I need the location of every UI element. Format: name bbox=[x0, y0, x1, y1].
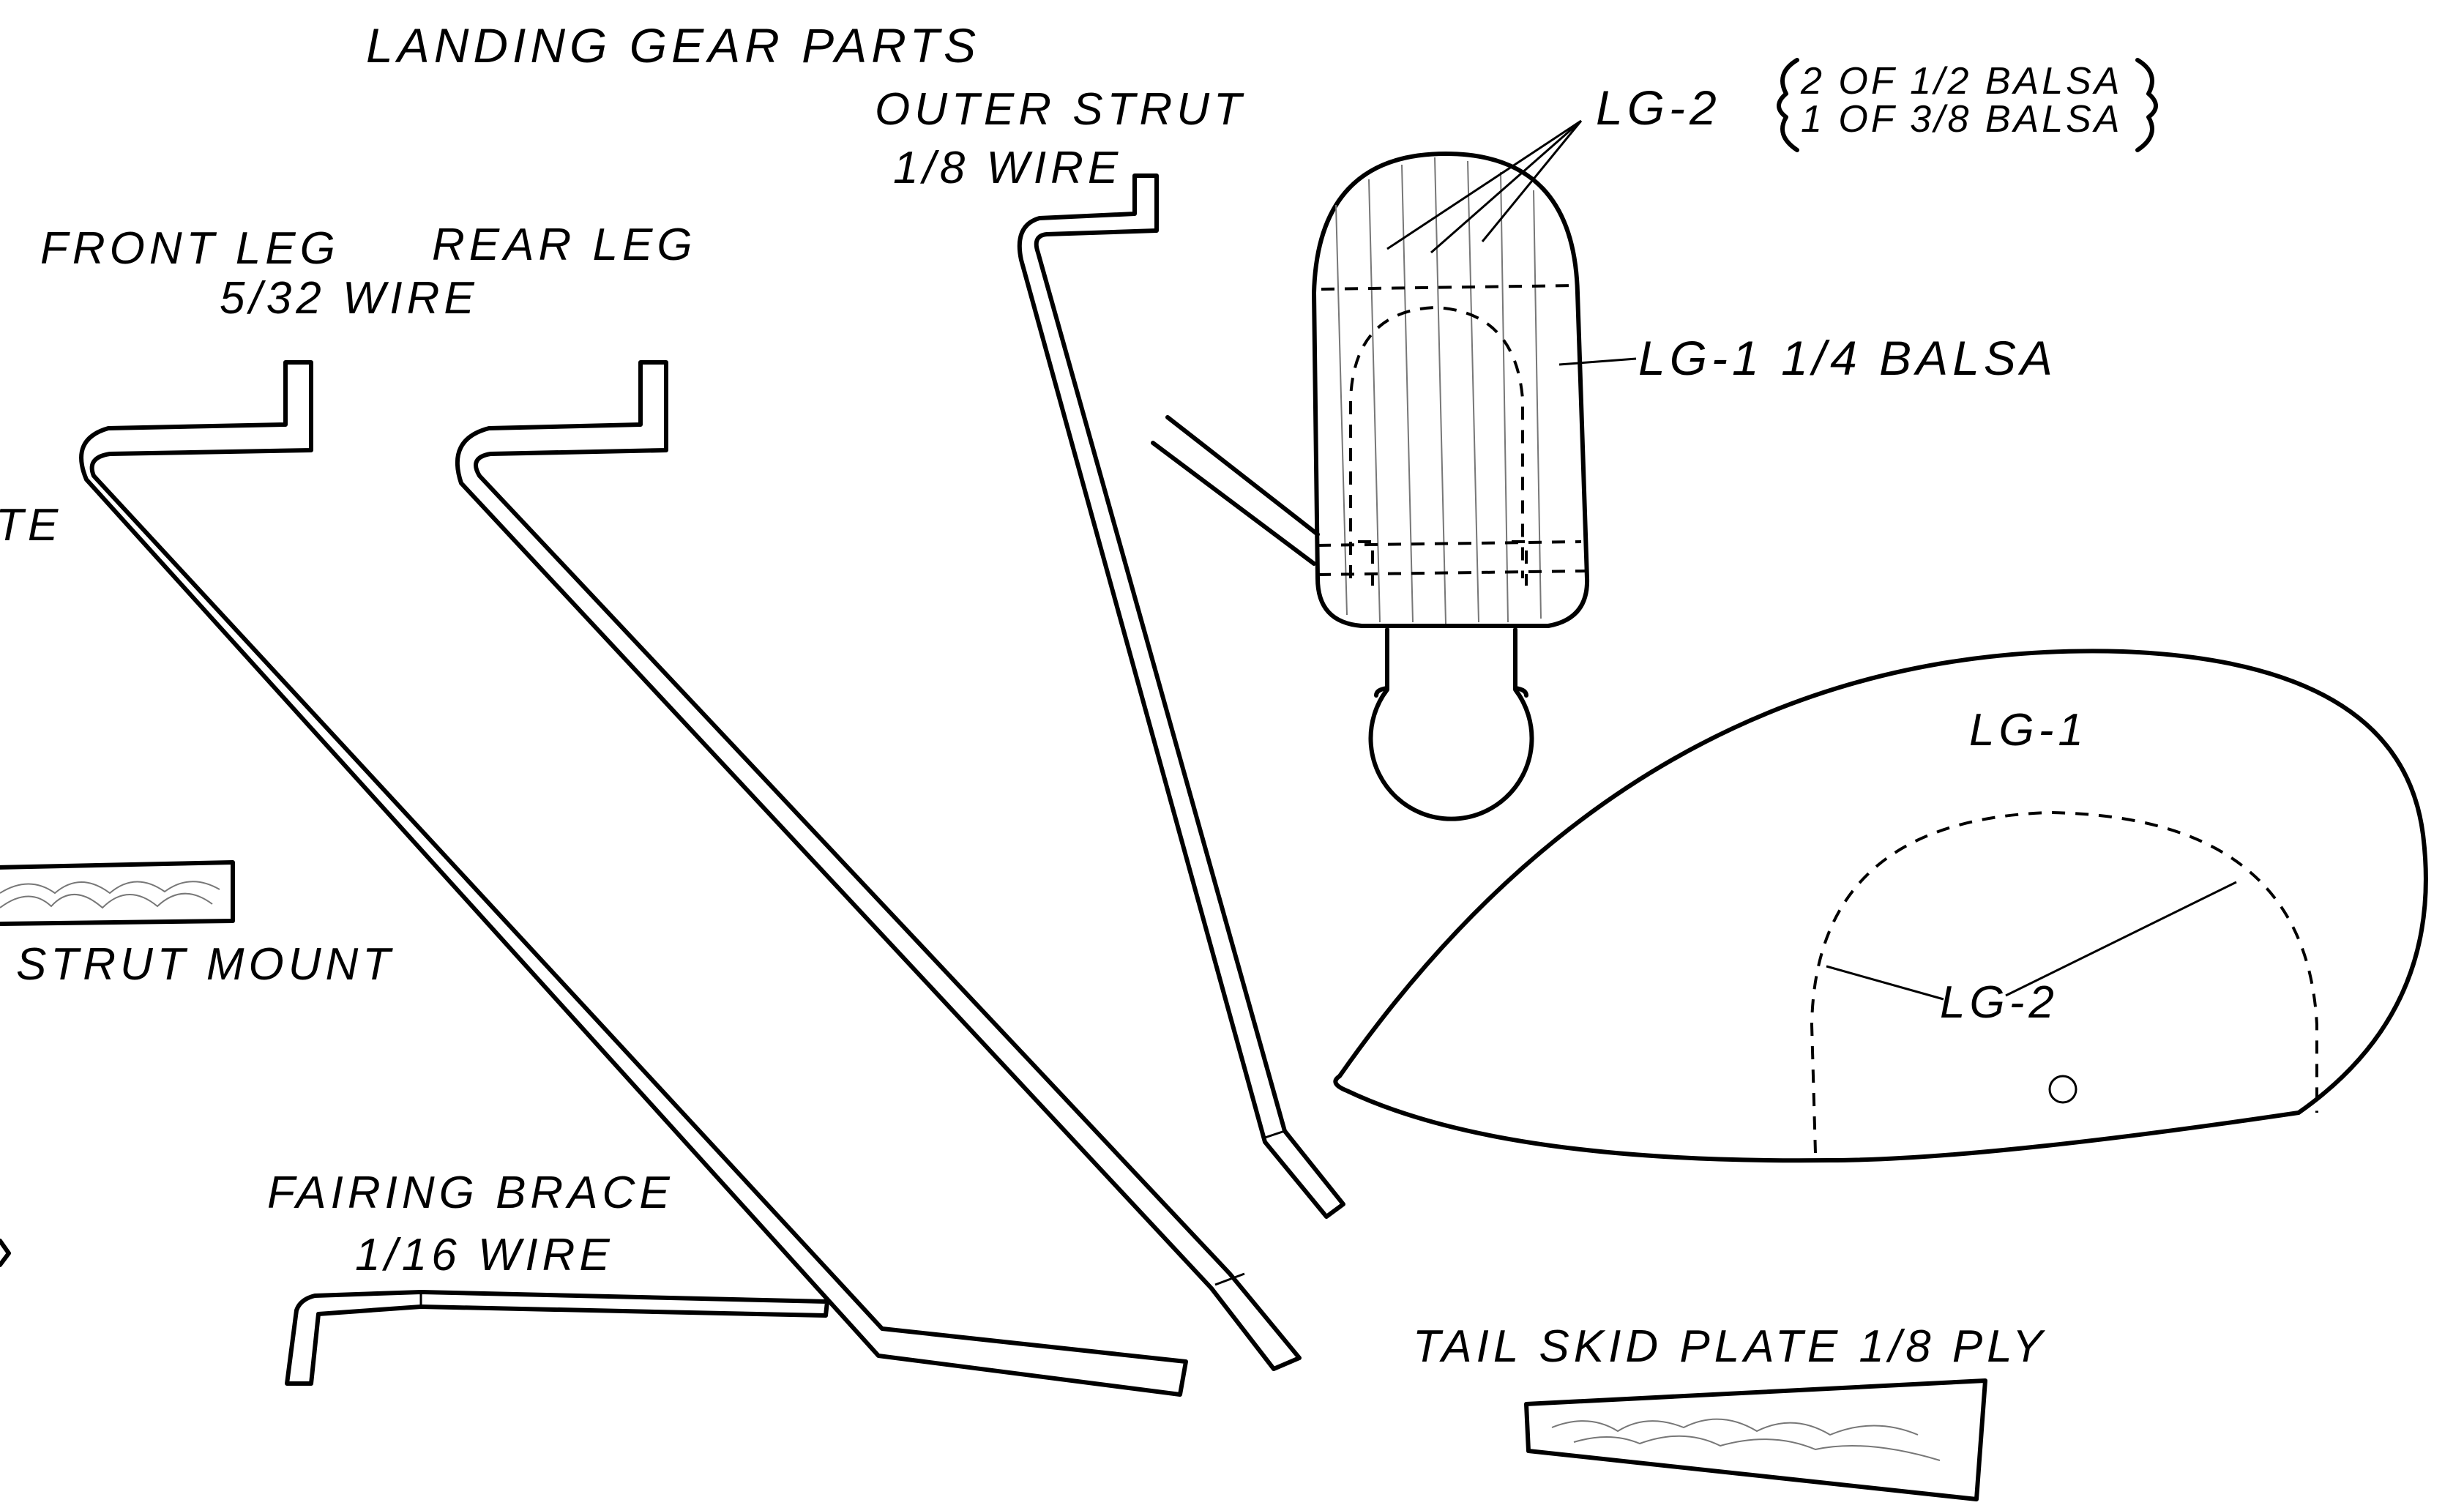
legs-wire-label: 5/32 WIRE bbox=[220, 273, 479, 324]
fairing-brace-wire bbox=[285, 1290, 829, 1386]
lg2-label: LG-2 bbox=[1596, 81, 1721, 135]
lg1-side-label: LG-1 bbox=[1969, 705, 2088, 755]
fairing-wire-end bbox=[1151, 415, 1320, 566]
lg2-spec-line1: 2 OF 1/2 BALSA bbox=[1800, 60, 2122, 102]
rear-leg-wire bbox=[455, 360, 1302, 1371]
fairing-front-view bbox=[1312, 119, 1637, 821]
spec-right-brace bbox=[2135, 58, 2158, 152]
strut-mount-label: STRUT MOUNT bbox=[16, 939, 395, 990]
lg2-side-label: LG-2 bbox=[1940, 977, 2058, 1028]
fairing-side-view bbox=[1333, 649, 2428, 1163]
front-leg-wire bbox=[79, 360, 1188, 1397]
edge-arrow-icon bbox=[0, 1239, 11, 1267]
lg1-spec-label: LG-1 1/4 BALSA bbox=[1638, 331, 2057, 385]
fairing-brace-wire-label: 1/16 WIRE bbox=[355, 1230, 614, 1280]
outer-strut-wire-label: 1/8 WIRE bbox=[893, 143, 1122, 193]
axle-hole bbox=[2048, 1075, 2077, 1104]
outer-strut-label: OUTER STRUT bbox=[875, 84, 1246, 135]
outer-strut-wire bbox=[1017, 173, 1345, 1219]
front-leg-label: FRONT LEG bbox=[40, 223, 340, 274]
spec-left-brace bbox=[1777, 58, 1799, 152]
fairing-brace-label: FAIRING BRACE bbox=[267, 1168, 674, 1218]
partial-te-label: TE bbox=[0, 500, 62, 550]
rear-leg-label: REAR LEG bbox=[432, 220, 697, 270]
lg2-spec-line2: 1 OF 3/8 BALSA bbox=[1801, 98, 2122, 141]
tail-skid-plate-part bbox=[1524, 1378, 1987, 1501]
tail-skid-plate-label: TAIL SKID PLATE 1/8 PLY bbox=[1413, 1321, 2047, 1372]
sheet-title: LANDING GEAR PARTS bbox=[366, 18, 980, 72]
strut-mount-part bbox=[0, 860, 235, 926]
